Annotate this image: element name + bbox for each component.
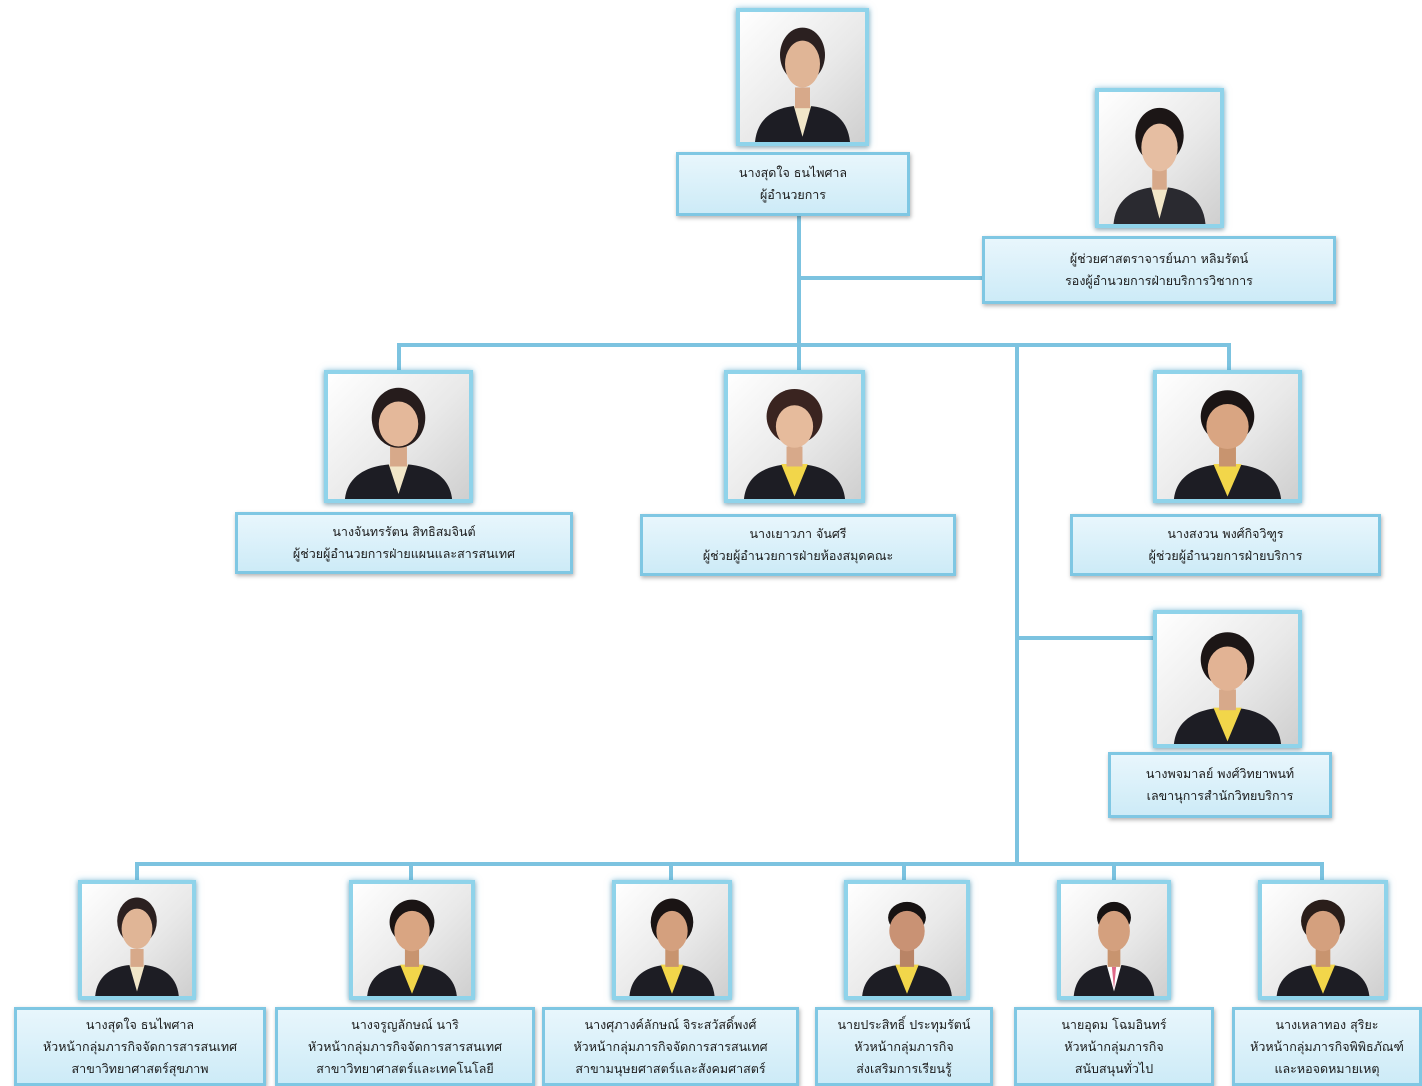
photo-head-health (78, 880, 196, 1000)
name-asst-lib: นางเยาวภา จันศรี (749, 526, 847, 541)
portrait-head-supp-icon (1073, 901, 1155, 996)
photo-asst-serv (1153, 370, 1302, 503)
photo-head-hum (612, 880, 732, 1000)
portrait-asst-plan-icon (344, 387, 453, 499)
sub-head-supp: สนับสนุนทั่วไป (1074, 1060, 1154, 1076)
role-asst-plan: ผู้ช่วยผู้อำนวยการฝ่ายแผนและสารสนเทศ (292, 546, 516, 561)
portrait-secretary-icon (1173, 632, 1282, 744)
sub-head-mus: และหอจดหมายเหตุ (1274, 1060, 1380, 1076)
sub-head-sci: สาขาวิทยาศาสตร์และเทคโนโลยี (316, 1060, 494, 1076)
photo-head-supp (1057, 880, 1171, 1000)
label-secretary: นางพจมาลย์ พงศ์วิทยาพนท์เลขานุการสำนักวิ… (1108, 752, 1332, 818)
name-head-hum: นางศุภางค์ลักษณ์ จิระสวัสดิ์พงศ์ (584, 1016, 757, 1032)
role-head-learn: หัวหน้ากลุ่มภารกิจ (854, 1038, 954, 1054)
name-asst-plan: นางจันทรรัตน สิทธิสมจินต์ (332, 524, 476, 539)
photo-asst-plan (324, 370, 473, 503)
label-asst-plan: นางจันทรรัตน สิทธิสมจินต์ผู้ช่วยผู้อำนวย… (235, 512, 573, 574)
label-head-supp: นายอุดม โฉมอินทร์หัวหน้ากลุ่มภารกิจสนับส… (1014, 1007, 1214, 1086)
label-head-learn: นายประสิทธิ์ ประทุมรัตน์หัวหน้ากลุ่มภารก… (815, 1007, 993, 1086)
role-head-health: หัวหน้ากลุ่มภารกิจจัดการสารสนเทศ (42, 1038, 238, 1054)
name-director: นางสุดใจ ธนไพศาล (738, 165, 848, 180)
sub-head-learn: ส่งเสริมการเรียนรู้ (856, 1060, 952, 1076)
photo-director (736, 8, 869, 146)
role-director: ผู้อำนวยการ (759, 187, 827, 202)
label-head-mus: นางเหลาทอง สุริยะหัวหน้ากลุ่มภารกิจพิพิธ… (1232, 1007, 1422, 1086)
portrait-head-health-icon (95, 897, 179, 996)
label-head-hum: นางศุภางค์ลักษณ์ จิระสวัสดิ์พงศ์หัวหน้าก… (542, 1007, 799, 1086)
label-asst-lib: นางเยาวภา จันศรีผู้ช่วยผู้อำนวยการฝ่ายห้… (640, 514, 956, 576)
photo-head-sci (349, 880, 475, 1000)
role-head-supp: หัวหน้ากลุ่มภารกิจ (1064, 1038, 1164, 1054)
name-head-learn: นายประสิทธิ์ ประทุมรัตน์ (837, 1016, 971, 1032)
photo-deputy (1095, 88, 1224, 228)
photo-head-mus (1258, 880, 1388, 1000)
photo-asst-lib (724, 370, 865, 503)
portrait-head-mus-icon (1276, 899, 1370, 996)
name-head-health: นางสุดใจ ธนไพศาล (85, 1016, 195, 1032)
name-head-sci: นางจรูญลักษณ์ นาริ (351, 1016, 459, 1032)
name-head-supp: นายอุดม โฉมอินทร์ (1061, 1016, 1167, 1032)
sub-head-hum: สาขามนุษยศาสตร์และสังคมศาสตร์ (575, 1060, 766, 1076)
name-head-mus: นางเหลาทอง สุริยะ (1275, 1016, 1379, 1032)
portrait-asst-lib-icon (743, 389, 846, 499)
photo-secretary (1153, 610, 1302, 748)
name-secretary: นางพจมาลย์ พงศ์วิทยาพนท์ (1145, 766, 1295, 781)
role-asst-lib: ผู้ช่วยผู้อำนวยการฝ่ายห้องสมุดคณะ (702, 548, 894, 563)
role-asst-serv: ผู้ช่วยผู้อำนวยการฝ่ายบริการ (1148, 548, 1303, 563)
role-head-sci: หัวหน้ากลุ่มภารกิจจัดการสารสนเทศ (307, 1038, 503, 1054)
photo-head-learn (844, 880, 970, 1000)
portrait-head-hum-icon (629, 898, 715, 996)
name-deputy: ผู้ช่วยศาสตราจารย์นภา หลิมรัตน์ (1069, 251, 1249, 266)
portrait-director-icon (755, 27, 850, 142)
label-asst-serv: นางสงวน พงศ์กิจวิฑูรผู้ช่วยผู้อำนวยการฝ่… (1070, 514, 1381, 576)
role-head-mus: หัวหน้ากลุ่มภารกิจพิพิธภัณฑ์ (1250, 1038, 1404, 1054)
portrait-head-sci-icon (367, 899, 457, 996)
sub-head-health: สาขาวิทยาศาสตร์สุขภาพ (71, 1060, 209, 1076)
role-secretary: เลขานุการสำนักวิทยบริการ (1146, 788, 1294, 803)
label-head-health: นางสุดใจ ธนไพศาลหัวหน้ากลุ่มภารกิจจัดการ… (14, 1007, 266, 1086)
label-director: นางสุดใจ ธนไพศาลผู้อำนวยการ (676, 152, 910, 216)
role-deputy: รองผู้อำนวยการฝ่ายบริการวิชาการ (1065, 273, 1253, 288)
portrait-deputy-icon (1113, 107, 1206, 224)
label-head-sci: นางจรูญลักษณ์ นาริหัวหน้ากลุ่มภารกิจจัดก… (275, 1007, 535, 1086)
portrait-head-learn-icon (862, 901, 952, 996)
portrait-asst-serv-icon (1173, 390, 1282, 499)
name-asst-serv: นางสงวน พงศ์กิจวิฑูร (1167, 526, 1284, 541)
label-deputy: ผู้ช่วยศาสตราจารย์นภา หลิมรัตน์รองผู้อำน… (982, 236, 1336, 304)
role-head-hum: หัวหน้ากลุ่มภารกิจจัดการสารสนเทศ (573, 1038, 768, 1054)
